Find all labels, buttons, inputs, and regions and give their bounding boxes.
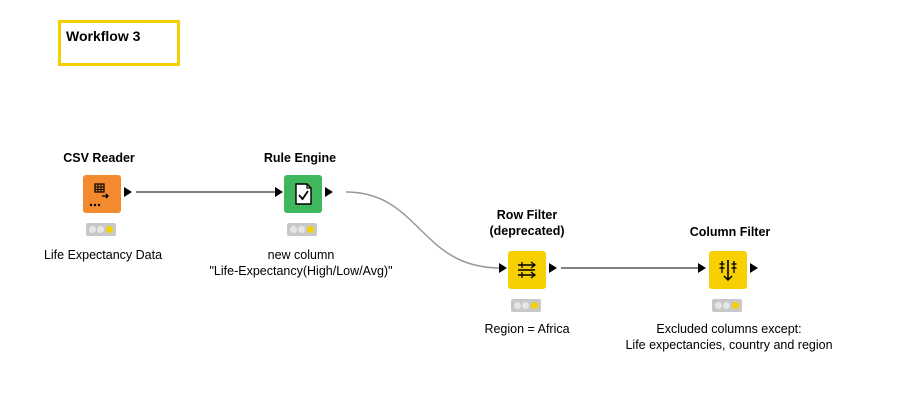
column-filter-label-line-2: Life expectancies, country and region [625,338,833,352]
node-title-column-filter: Column Filter [689,225,771,239]
node-label-csv-reader: Life Expectancy Data [44,247,162,263]
rule-engine-icon [295,183,312,205]
node-column-filter[interactable] [709,251,747,289]
node-title-rule-engine: Rule Engine [263,151,337,165]
status-column-filter [712,299,742,312]
row-filter-label-line-1: Region = Africa [484,322,570,336]
csv-reader-label-line-1: Life Expectancy Data [43,248,163,262]
rule-engine-out-port[interactable] [325,187,333,197]
column-filter-icon [719,260,737,282]
connection-rule-to-row[interactable] [345,191,501,269]
node-csv-reader[interactable] [83,175,121,213]
node-row-filter[interactable] [508,251,546,289]
row-filter-in-port[interactable] [499,263,507,273]
node-rule-engine[interactable] [284,175,322,213]
row-filter-icon [518,261,537,279]
rule-engine-in-port[interactable] [275,187,283,197]
row-filter-out-port[interactable] [549,263,557,273]
node-label-rule-engine: new column "Life-Expectancy(High/Low/Avg… [209,247,392,279]
column-filter-in-port[interactable] [698,263,706,273]
column-filter-label-line-1: Excluded columns except: [656,322,802,336]
annotation-title: Workflow 3 [66,28,141,44]
status-csv-reader [86,223,116,236]
rule-engine-label-line-2: "Life-Expectancy(High/Low/Avg)" [209,264,393,278]
node-label-row-filter: Region = Africa [484,321,569,337]
node-title-csv-reader: CSV Reader [63,151,135,165]
workflow-annotation[interactable]: Workflow 3 [58,20,180,66]
csv-reader-icon [89,183,109,207]
node-label-column-filter: Excluded columns except: Life expectanci… [625,321,832,353]
column-filter-out-port[interactable] [750,263,758,273]
node-title-row-filter: Row Filter (deprecated) [489,207,564,239]
status-row-filter [511,299,541,312]
row-filter-title-line-1: Row Filter [496,208,558,222]
csv-reader-out-port[interactable] [124,187,132,197]
status-rule-engine [287,223,317,236]
row-filter-title-line-2: (deprecated) [489,224,565,238]
rule-engine-label-line-1: new column [267,248,335,262]
